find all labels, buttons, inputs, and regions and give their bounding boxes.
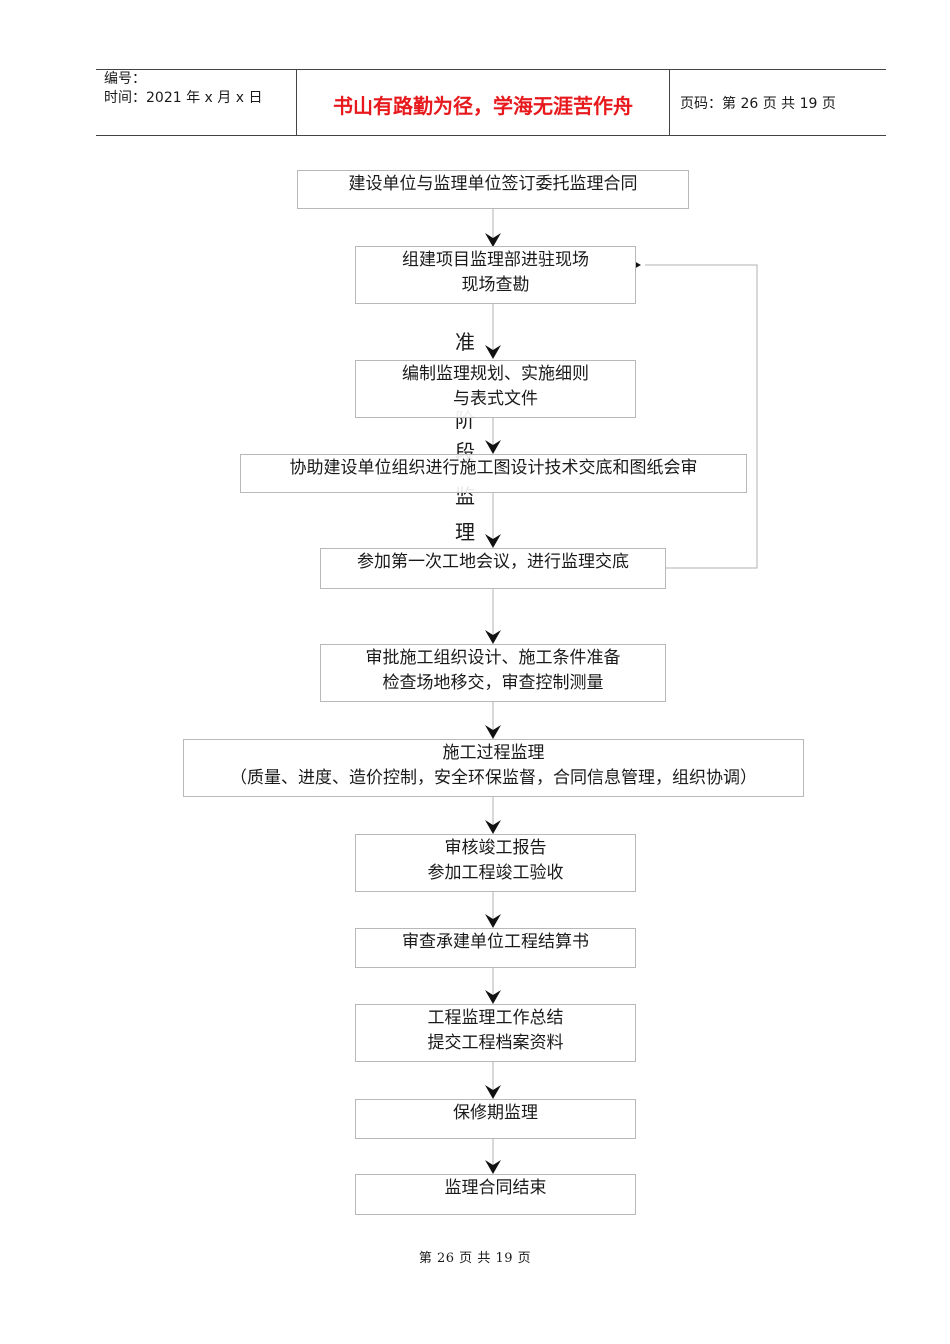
step-completion-review: 审核竣工报告 参加工程竣工验收 xyxy=(355,834,636,892)
step-approve-line1: 审批施工组织设计、施工条件准备 xyxy=(365,648,621,668)
arrow-to-step4 xyxy=(485,440,501,454)
step-construction-line1: 施工过程监理 xyxy=(442,743,545,763)
step-construction-line2: （质量、进度、造价控制，安全环保监督，合同信息管理，组织协调） xyxy=(230,768,757,788)
step-settlement-review: 审查承建单位工程结算书 xyxy=(355,928,636,968)
arrow-to-step9 xyxy=(485,914,501,928)
arrow-to-step8 xyxy=(485,820,501,834)
footer-page-number: 第 26 页 共 19 页 xyxy=(418,1251,532,1266)
phase-char-1: 准 xyxy=(455,330,475,354)
step-design-review: 协助建设单位组织进行施工图设计技术交底和图纸会审 xyxy=(240,454,747,493)
header-meta: 编号： 时间：2021 年 x 月 x 日 xyxy=(104,70,262,108)
step-warranty-supervision: 保修期监理 xyxy=(355,1099,636,1139)
step-summary-archive: 工程监理工作总结 提交工程档案资料 xyxy=(355,1004,636,1062)
phase-char-5: 理 xyxy=(455,520,475,544)
step-completion-line1: 审核竣工报告 xyxy=(444,838,547,858)
step-completion-line2: 参加工程竣工验收 xyxy=(427,863,564,883)
header-page-label: 页码：第 26 页 共 19 页 xyxy=(680,96,836,112)
step-design-review-text: 协助建设单位组织进行施工图设计技术交底和图纸会审 xyxy=(289,458,698,478)
arrow-to-step7 xyxy=(485,725,501,739)
header-divider-right xyxy=(669,69,670,136)
step-planning: 编制监理规划、实施细则 与表式文件 xyxy=(355,360,636,418)
time-label: 时间：2021 年 x 月 x 日 xyxy=(104,90,263,106)
step-approve-line2: 检查场地移交，审查控制测量 xyxy=(382,673,604,693)
arrow-to-step11 xyxy=(485,1085,501,1099)
feedback-loop-line xyxy=(645,264,758,569)
arrow-to-step2 xyxy=(485,233,501,247)
header-bottom-rule xyxy=(96,135,886,136)
arrow-to-step10 xyxy=(485,990,501,1004)
step-setup-office: 组建项目监理部进驻现场 现场查勘 xyxy=(355,246,636,304)
step-planning-line1: 编制监理规划、实施细则 xyxy=(402,364,589,384)
step-sign-contract-text: 建设单位与监理单位签订委托监理合同 xyxy=(348,174,638,194)
step-summary-line1: 工程监理工作总结 xyxy=(427,1008,564,1028)
step-contract-end: 监理合同结束 xyxy=(355,1174,636,1215)
step-setup-office-line2: 现场查勘 xyxy=(461,275,530,295)
step-planning-line2: 与表式文件 xyxy=(453,389,538,409)
step-sign-contract: 建设单位与监理单位签订委托监理合同 xyxy=(297,170,689,209)
step-setup-office-line1: 组建项目监理部进驻现场 xyxy=(402,250,589,270)
header-divider-left xyxy=(296,69,297,136)
step-warranty-text: 保修期监理 xyxy=(453,1103,538,1123)
arrow-to-step12 xyxy=(485,1160,501,1174)
arrow-to-step3 xyxy=(485,345,501,359)
step-construction-supervision: 施工过程监理 （质量、进度、造价控制，安全环保监督，合同信息管理，组织协调） xyxy=(183,739,804,797)
step-first-meeting-text: 参加第一次工地会议，进行监理交底 xyxy=(357,552,629,572)
step-first-meeting: 参加第一次工地会议，进行监理交底 xyxy=(320,548,666,589)
step-contract-end-text: 监理合同结束 xyxy=(444,1178,547,1198)
arrow-to-step6 xyxy=(485,630,501,644)
step-summary-line2: 提交工程档案资料 xyxy=(427,1033,564,1053)
header-top-rule xyxy=(96,69,886,70)
step-approve-construction-plan: 审批施工组织设计、施工条件准备 检查场地移交，审查控制测量 xyxy=(320,644,666,702)
arrow-to-step5 xyxy=(485,534,501,548)
serial-label: 编号： xyxy=(104,71,146,87)
step-settlement-text: 审查承建单位工程结算书 xyxy=(402,932,589,952)
header-motto: 书山有路勤为径，学海无涯苦作舟 xyxy=(333,94,633,118)
